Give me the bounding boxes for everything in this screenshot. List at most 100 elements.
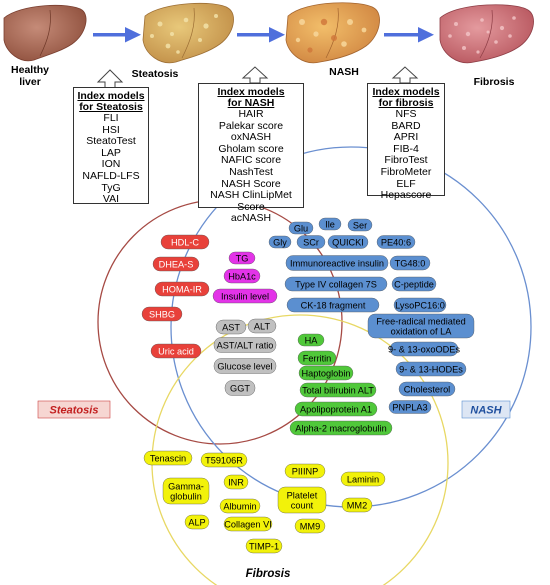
marker-label: ALT xyxy=(254,321,271,331)
marker-pill-bg xyxy=(288,221,314,235)
marker-pill-bg xyxy=(213,358,277,374)
index-item: NFS xyxy=(395,108,417,120)
index-item: oxNASH xyxy=(230,131,272,144)
marker-pill-bg xyxy=(152,256,200,272)
marker-label: globulin xyxy=(170,491,202,501)
index-item: FibroTest xyxy=(384,154,428,167)
marker-label: TG48:0 xyxy=(395,258,426,268)
marker-pill-bg xyxy=(285,255,389,271)
index-item: BARD xyxy=(391,119,421,132)
marker-pill-bg xyxy=(160,234,210,250)
marker-pill-bg xyxy=(389,255,431,271)
marker-label: LysoPC16:0 xyxy=(395,300,445,310)
nash-liver-icon xyxy=(285,2,380,64)
marker-label: AST xyxy=(222,322,240,332)
index-box-title: Index models xyxy=(217,86,285,98)
marker-pill-bg xyxy=(296,235,326,249)
marker-label: PE40:6 xyxy=(381,237,411,247)
marker-label: GGT xyxy=(230,383,250,393)
marker-pill-bg xyxy=(223,516,273,532)
index-box-title: for NASH xyxy=(227,97,275,109)
marker-label: Gly xyxy=(273,237,287,247)
marker-pill-bg xyxy=(376,235,416,249)
index-item: FIB-4 xyxy=(393,142,419,155)
marker-pill-bg xyxy=(284,276,388,292)
marker-label: Gamma- xyxy=(168,481,204,491)
marker-label: SCr xyxy=(303,237,319,247)
marker-pill-bg xyxy=(184,514,210,530)
marker-label: Apolipoprotein A1 xyxy=(300,404,372,414)
index-item: HSI xyxy=(102,123,120,136)
marker-pill-bg xyxy=(223,474,249,490)
index-item: NAFLD-LFS xyxy=(82,169,140,182)
marker-pill-bg xyxy=(223,268,261,284)
marker-pill-bg xyxy=(268,235,292,249)
index-item: NAFIC score xyxy=(220,154,282,167)
marker-pill-bg xyxy=(297,350,337,366)
marker-pill-bg xyxy=(162,477,210,505)
index-box-title: for Steatosis xyxy=(79,101,143,113)
marker-label: Albumin xyxy=(223,501,256,511)
marker-label: Total bilirubin ALT xyxy=(302,385,374,395)
marker-label: TG xyxy=(236,253,249,263)
marker-pill-bg xyxy=(286,297,380,313)
marker-label: MM9 xyxy=(300,521,320,531)
marker-label: Cholesterol xyxy=(404,384,450,394)
stage-label-steatosis: Steatosis xyxy=(132,68,179,80)
index-box-steatosis: Index models for Steatosis FLI HSI Steat… xyxy=(73,87,149,206)
index-item: TyG xyxy=(101,181,121,194)
marker-pill-bg xyxy=(340,471,386,487)
index-item: SteatoTest xyxy=(86,135,136,148)
marker-label: Platelet xyxy=(287,490,318,500)
venn-label-nash: NASH xyxy=(470,405,502,417)
index-box-title: for fibrosis xyxy=(378,97,434,109)
marker-label: TIMP-1 xyxy=(249,541,279,551)
marker-label: C-peptide xyxy=(394,279,434,289)
marker-pill-bg xyxy=(294,401,378,417)
index-item: FLI xyxy=(103,112,119,124)
venn-label-steatosis: Steatosis xyxy=(50,405,99,417)
marker-pill-bg xyxy=(284,463,326,479)
fibrosis-liver-icon xyxy=(439,4,534,64)
marker-pill-bg xyxy=(367,313,475,339)
index-box-fibrosis: Index models for fibrosis NFS BARD APRI … xyxy=(367,83,445,201)
marker-pill-bg xyxy=(298,365,354,381)
marker-pill-bg xyxy=(391,276,437,292)
marker-label: Free-radical mediated xyxy=(376,316,465,326)
marker-label: MM2 xyxy=(347,500,367,510)
marker-pill-bg xyxy=(150,343,202,359)
marker-label: Glu xyxy=(294,223,308,233)
marker-label: ALP xyxy=(188,517,205,527)
index-box-nash: Index models for NASH HAIR Palekar score… xyxy=(198,83,304,224)
marker-label: Immunoreactive insulin xyxy=(290,258,384,268)
marker-pill-bg xyxy=(389,341,459,357)
marker-pill-bg xyxy=(395,361,467,377)
marker-label: QUICKI xyxy=(332,237,364,247)
index-item: Gholam score xyxy=(218,142,284,155)
marker-pill-bg xyxy=(143,450,193,466)
marker-label: Glucose level xyxy=(217,361,272,371)
stage-label-nash: NASH xyxy=(329,66,359,78)
marker-label: PNPLA3 xyxy=(392,402,427,412)
marker-pill-bg xyxy=(224,380,256,396)
marker-label: Type IV collagen 7S xyxy=(295,279,377,289)
marker-label: DHEA-S xyxy=(159,259,194,269)
right-arrow-icon xyxy=(93,27,434,43)
stage-label-healthy-2: liver xyxy=(19,76,41,88)
index-item: Palekar score xyxy=(218,119,284,132)
marker-label: Insulin level xyxy=(221,291,269,301)
marker-pill-bg xyxy=(154,281,210,297)
marker-pill-bg xyxy=(200,452,248,468)
marker-label: oxidation of LA xyxy=(391,326,453,336)
index-item: LAP xyxy=(101,146,121,159)
marker-pill-bg xyxy=(141,306,183,322)
index-item: ION xyxy=(101,158,121,171)
marker-label: INR xyxy=(228,477,244,487)
marker-label: count xyxy=(291,500,314,510)
stage-label-fibrosis: Fibrosis xyxy=(474,76,515,88)
marker-pill-bg xyxy=(277,486,327,514)
index-box-title: Index models xyxy=(372,86,440,98)
index-item: VAI xyxy=(102,193,120,206)
